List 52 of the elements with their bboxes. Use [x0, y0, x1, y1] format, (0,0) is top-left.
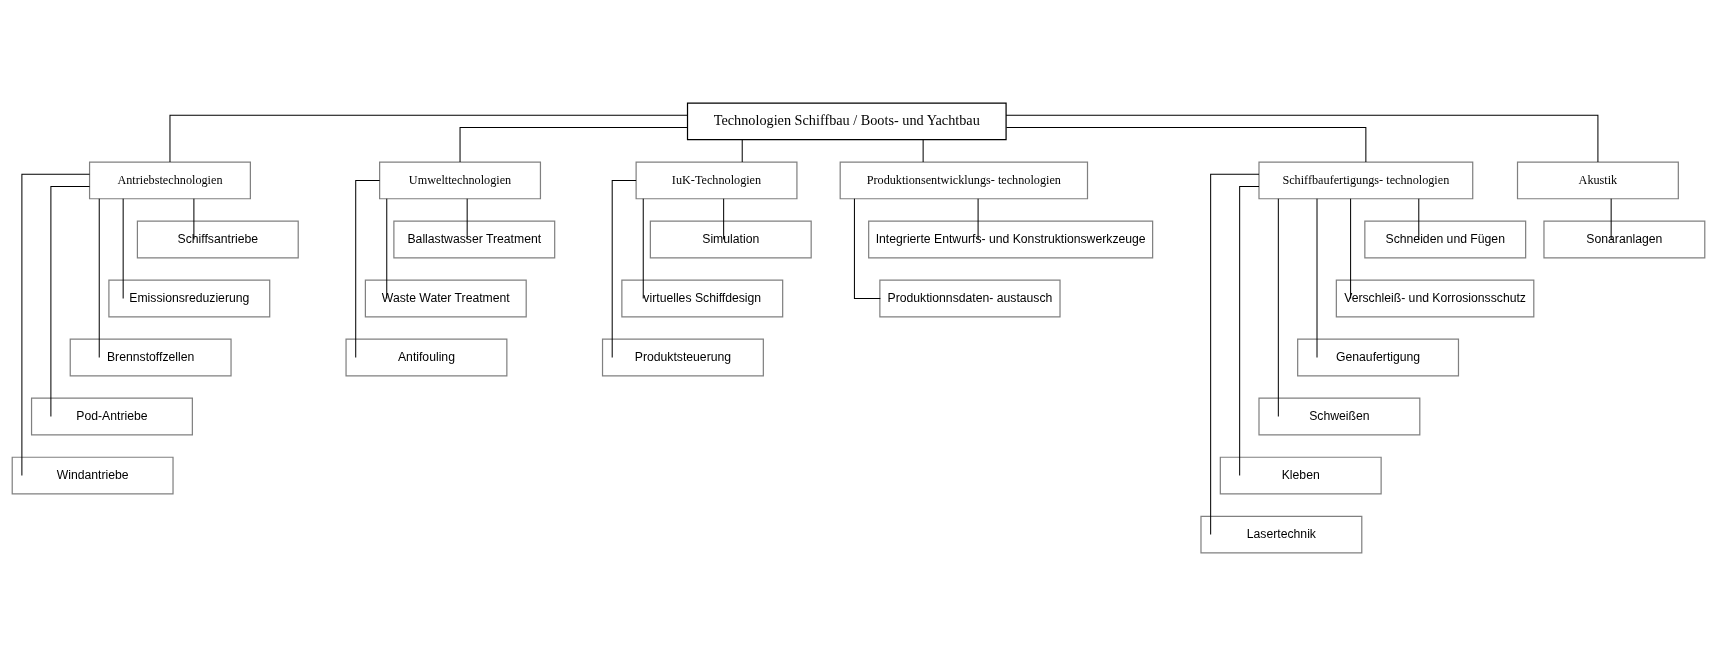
node-box: virtuelles Schiffdesign [621, 279, 784, 317]
connector [1277, 197, 1279, 417]
connector [922, 138, 924, 162]
connector [642, 197, 644, 299]
connector [21, 173, 91, 476]
connector [977, 197, 979, 240]
node-box: Sonaranlagen [1543, 220, 1706, 258]
node-box: Antifouling [345, 338, 508, 376]
node-box: Antriebstechnologien [88, 161, 251, 199]
connector [1350, 197, 1352, 299]
connector [466, 197, 468, 240]
connector [1418, 197, 1420, 240]
node-box: Technologien Schiffbau / Boots- und Yachtbau [686, 101, 1007, 140]
node-box: Schiffsantriebe [136, 220, 299, 258]
connector [50, 185, 91, 417]
connector [611, 179, 637, 358]
connector [853, 197, 881, 299]
node-box: Pod-Antriebe [30, 397, 193, 435]
connector [741, 138, 743, 162]
node-box: IuK-Technologien [635, 161, 798, 199]
node-box: Waste Water Treatment [364, 279, 527, 317]
node-box: Integrierte Entwurfs- und Konstruktionswerkzeuge [868, 220, 1154, 258]
node-box: Simulation [649, 220, 812, 258]
node-box: Produktsteuerung [601, 338, 764, 376]
node-box: Emissionsreduzierung [108, 279, 271, 317]
node-box: Lasertechnik [1200, 515, 1363, 554]
connector [1005, 114, 1599, 162]
node-box: Kleben [1219, 456, 1382, 494]
connector [355, 179, 381, 358]
node-box: Windantriebe [11, 456, 174, 494]
connector [98, 197, 100, 358]
connector [193, 197, 195, 240]
connector [1005, 126, 1367, 162]
node-box: Akustik [1516, 161, 1679, 199]
connector [1239, 185, 1260, 476]
connector [169, 114, 688, 162]
connector [122, 197, 124, 299]
node-box: Schweißen [1258, 397, 1421, 435]
node-box: Ballastwasser Treatment [393, 220, 556, 258]
node-box: Umwelttechnologien [379, 161, 542, 199]
node-box: Produktionsentwicklungs- technologien [839, 161, 1089, 199]
node-box: Genaufertigung [1297, 338, 1460, 376]
connector [1610, 197, 1612, 240]
node-box: Schneiden und Fügen [1364, 220, 1527, 258]
connector [386, 197, 388, 299]
node-box: Verschleiß- und Korrosionsschutz [1335, 279, 1535, 317]
connector [723, 197, 725, 240]
node-box: Schiffbaufertigungs- technologien [1258, 161, 1474, 199]
connector [1210, 173, 1260, 535]
node-box: Produktionnsdaten- austausch [879, 279, 1061, 317]
connector [459, 126, 688, 162]
node-box: Brennstoffzellen [69, 338, 232, 376]
